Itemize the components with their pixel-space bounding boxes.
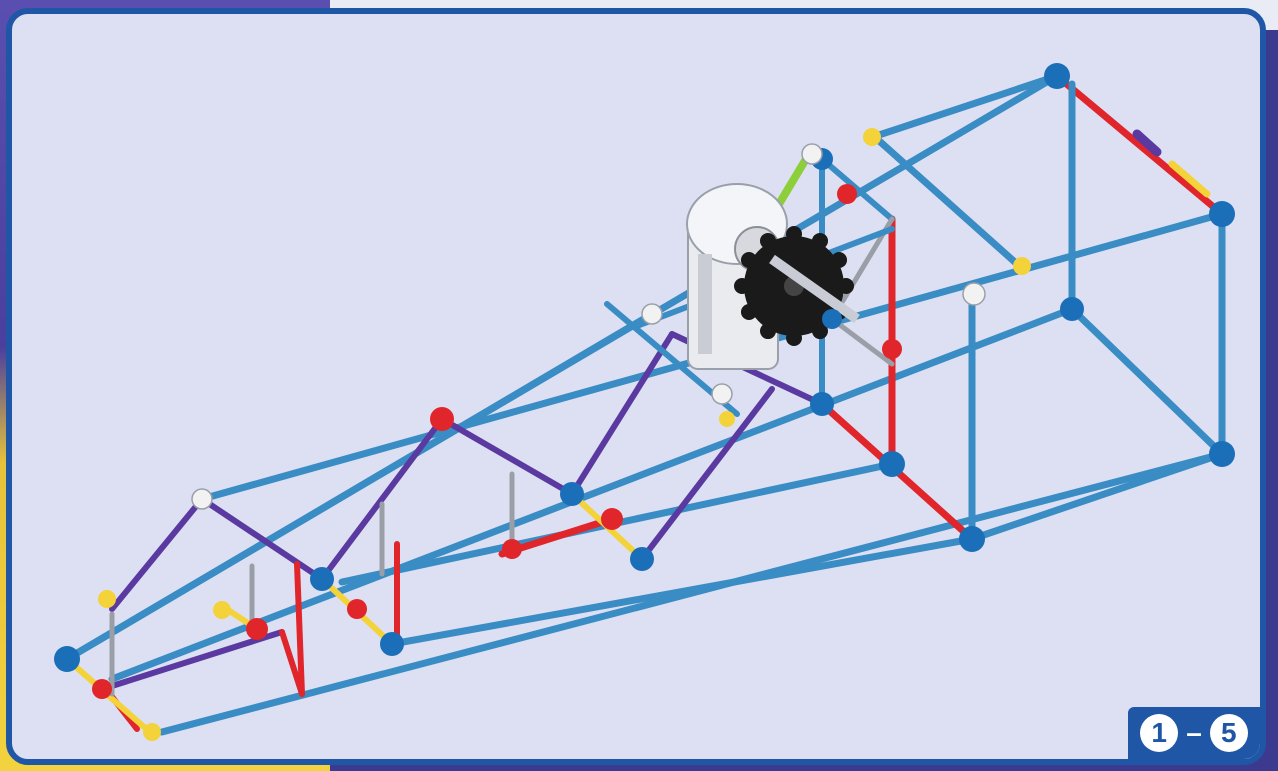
blue-rod: [108, 305, 1076, 683]
blue-rod: [63, 310, 656, 663]
blue-connector: [1209, 201, 1235, 227]
white-connector: [191, 488, 213, 510]
purple-rod: [109, 629, 285, 689]
blue-connector: [1060, 297, 1084, 321]
yellow-connector: [719, 411, 735, 427]
gray-rod: [829, 316, 895, 367]
step-range-badge: 1 – 5: [1128, 707, 1260, 759]
black-gear: [734, 226, 854, 346]
red-connector: [882, 339, 902, 359]
axle: [769, 254, 860, 324]
blue-connector: [1209, 441, 1235, 467]
blue-connector: [380, 632, 404, 656]
blue-rod: [819, 156, 895, 222]
white-connectors: [191, 143, 986, 510]
red-connector: [502, 539, 522, 559]
blue-connector: [54, 646, 80, 672]
purple-rod: [319, 416, 445, 582]
step-separator: –: [1186, 717, 1202, 748]
red-rod: [1053, 72, 1226, 218]
yellow-connector: [1013, 257, 1031, 275]
red-connector: [837, 184, 857, 204]
blue-rod: [1068, 305, 1226, 458]
step-to: 5: [1209, 714, 1248, 752]
red-connector: [430, 407, 454, 431]
white-connector: [962, 282, 986, 306]
yellow-connectors: [98, 128, 1031, 741]
blue-connector: [310, 567, 334, 591]
blue-connector: [630, 547, 654, 571]
motor-unit: [686, 183, 788, 370]
blue-connector: [822, 309, 842, 329]
purple-rod: [439, 416, 575, 497]
red-rod: [294, 561, 305, 697]
red-connector: [347, 599, 367, 619]
white-connector: [801, 143, 823, 165]
blue-rod: [968, 450, 1226, 543]
blue-connector: [560, 482, 584, 506]
blue-rod: [873, 135, 1021, 268]
red-connector: [601, 508, 623, 530]
red-connector: [246, 618, 268, 640]
blue-connector: [1044, 63, 1070, 89]
white-connector: [711, 383, 733, 405]
blue-connector: [810, 392, 834, 416]
yellow-rod: [1168, 160, 1211, 198]
connectors: [54, 63, 1235, 672]
purple-rod: [199, 496, 325, 582]
red-connectors: [92, 184, 902, 699]
yellow-connector: [98, 590, 116, 608]
red-connector: [92, 679, 112, 699]
model-illustration: [54, 63, 1235, 741]
white-connector: [641, 303, 663, 325]
blue-rod: [388, 535, 976, 648]
instruction-panel: 1 – 5: [6, 8, 1266, 765]
blue-rod: [863, 72, 1061, 143]
purple-rod: [639, 386, 775, 562]
purple-rod: [1132, 129, 1162, 157]
blue-connector: [879, 451, 905, 477]
purple-rod: [109, 496, 205, 612]
yellow-connector: [143, 723, 161, 741]
step-from: 1: [1140, 714, 1179, 752]
blue-connector: [959, 526, 985, 552]
purple-rod: [569, 331, 675, 497]
yellow-connector: [863, 128, 881, 146]
yellow-rod: [64, 656, 155, 737]
yellow-connector: [213, 601, 231, 619]
